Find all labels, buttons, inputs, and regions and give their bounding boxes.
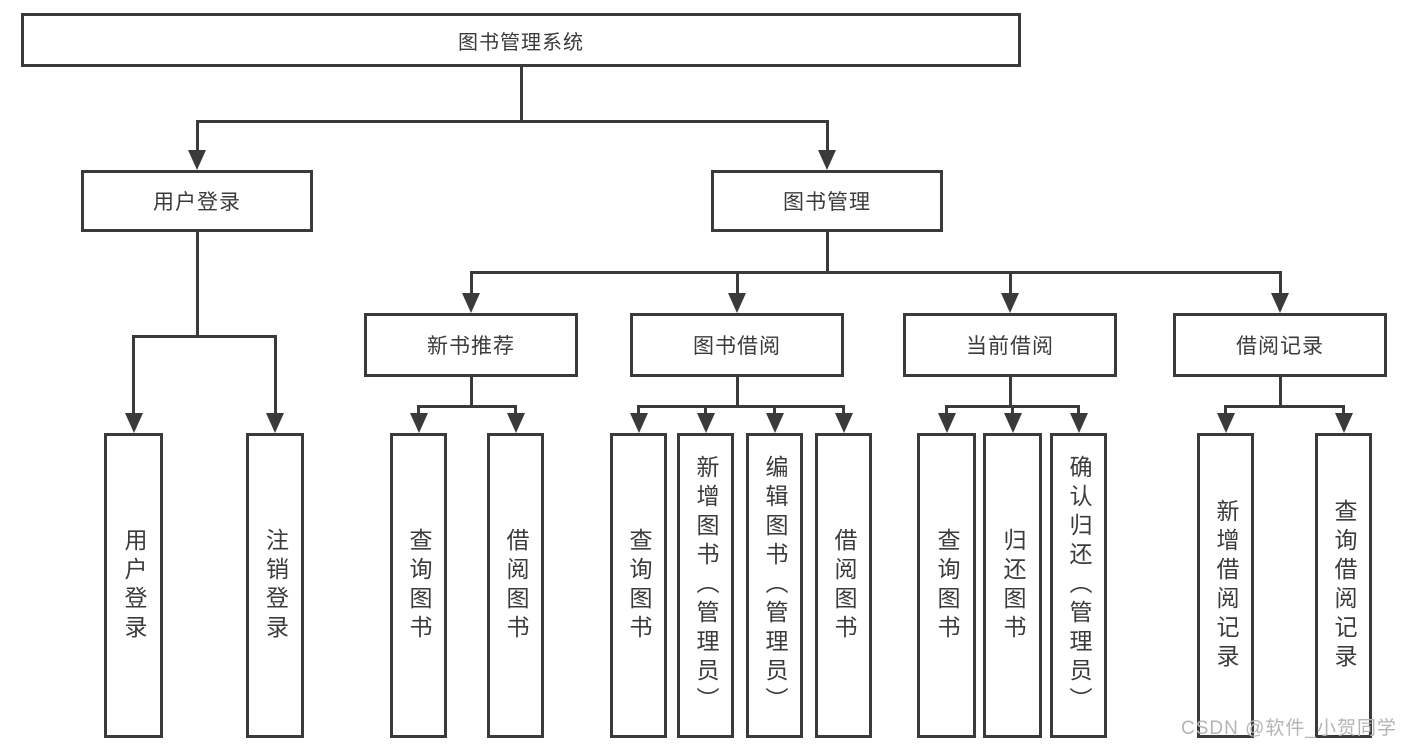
connector-line [735,377,739,408]
leaf-label: 用户登录 [121,527,148,644]
leaf-user-login: 用户登录 [104,433,163,738]
leaf-add-borrow-record: 新增借阅记录 [1197,433,1254,738]
connector-line [773,405,776,415]
arrow-down-icon [1334,413,1353,433]
connector-line [132,335,277,338]
arrow-down-icon [188,150,206,170]
watermark: CSDN @软件_小贺同学 [1181,718,1397,739]
connector-line [195,232,199,338]
connector-line [514,405,517,415]
connector-line [519,67,523,123]
leaf-borrow-books-recommend: 借阅图书 [487,433,544,738]
arrow-down-icon [834,413,853,433]
connector-line [825,120,829,152]
leaf-label: 查询借阅记录 [1331,498,1358,673]
arrow-down-icon [409,413,428,433]
arrow-down-icon [124,413,143,433]
arrow-down-icon [1069,413,1088,433]
leaf-label: 借阅图书 [503,527,530,644]
leaf-label: 查询图书 [934,527,961,644]
leaf-label: 确认归还（管理员） [1066,455,1093,716]
arrow-down-icon [696,413,715,433]
connector-line [1224,405,1345,408]
arrow-down-icon [937,413,956,433]
connector-line [825,232,829,274]
leaf-label: 查询图书 [626,527,653,644]
arrow-down-icon [629,413,648,433]
connector-line [1278,377,1282,408]
arrow-down-icon [765,413,784,433]
node-new-book-recommend: 新书推荐 [364,313,578,377]
connector-line [1342,405,1345,415]
leaf-query-books-recommend: 查询图书 [390,433,447,738]
connector-line [637,405,640,415]
leaf-label: 新增借阅记录 [1213,498,1240,673]
connector-line [195,120,199,152]
connector-line [1011,405,1014,415]
leaf-label: 借阅图书 [831,527,858,644]
leaf-query-books-borrowing: 查询图书 [610,433,667,738]
leaf-query-books-current: 查询图书 [917,433,976,738]
connector-line [417,405,517,408]
leaf-label: 注销登录 [262,527,289,644]
connector-line [704,405,707,415]
leaf-logout: 注销登录 [246,433,304,738]
arrow-down-icon [1216,413,1235,433]
connector-line [1008,271,1012,295]
connector-line [417,405,420,415]
connector-line [735,271,739,295]
leaf-add-books-admin: 新增图书（管理员） [677,433,734,738]
arrow-down-icon [266,413,284,433]
leaf-label: 查询图书 [406,527,433,644]
connector-line [637,405,845,408]
node-book-management: 图书管理 [711,170,943,232]
leaf-query-borrow-record: 查询借阅记录 [1315,433,1372,738]
connector-line [273,335,277,415]
leaf-label: 编辑图书（管理员） [762,455,789,716]
connector-line [1278,271,1282,295]
connector-line [469,377,473,408]
arrow-down-icon [1271,293,1289,313]
node-book-borrowing: 图书借阅 [630,313,844,377]
leaf-label: 新增图书（管理员） [693,455,720,716]
connector-line [1008,377,1012,408]
arrow-down-icon [728,293,746,313]
connector-line [945,405,948,415]
arrow-down-icon [818,150,836,170]
connector-line [469,271,1282,274]
leaf-label: 归还图书 [1000,527,1027,644]
node-current-borrowing: 当前借阅 [903,313,1117,377]
arrow-down-icon [1003,413,1022,433]
arrow-down-icon [506,413,525,433]
connector-line [1077,405,1080,415]
connector-line [469,271,473,295]
connector-line [1224,405,1227,415]
node-user-login: 用户登录 [81,170,313,232]
connector-line [132,335,135,415]
leaf-return-books: 归还图书 [983,433,1042,738]
leaf-edit-books-admin: 编辑图书（管理员） [746,433,803,738]
leaf-borrow-books-borrowing: 借阅图书 [815,433,872,738]
leaf-confirm-return-admin: 确认归还（管理员） [1050,433,1107,738]
node-borrowing-records: 借阅记录 [1173,313,1387,377]
arrow-down-icon [462,293,480,313]
connector-line [842,405,845,415]
node-root: 图书管理系统 [21,13,1021,67]
connector-line [195,120,829,123]
arrow-down-icon [1001,293,1019,313]
